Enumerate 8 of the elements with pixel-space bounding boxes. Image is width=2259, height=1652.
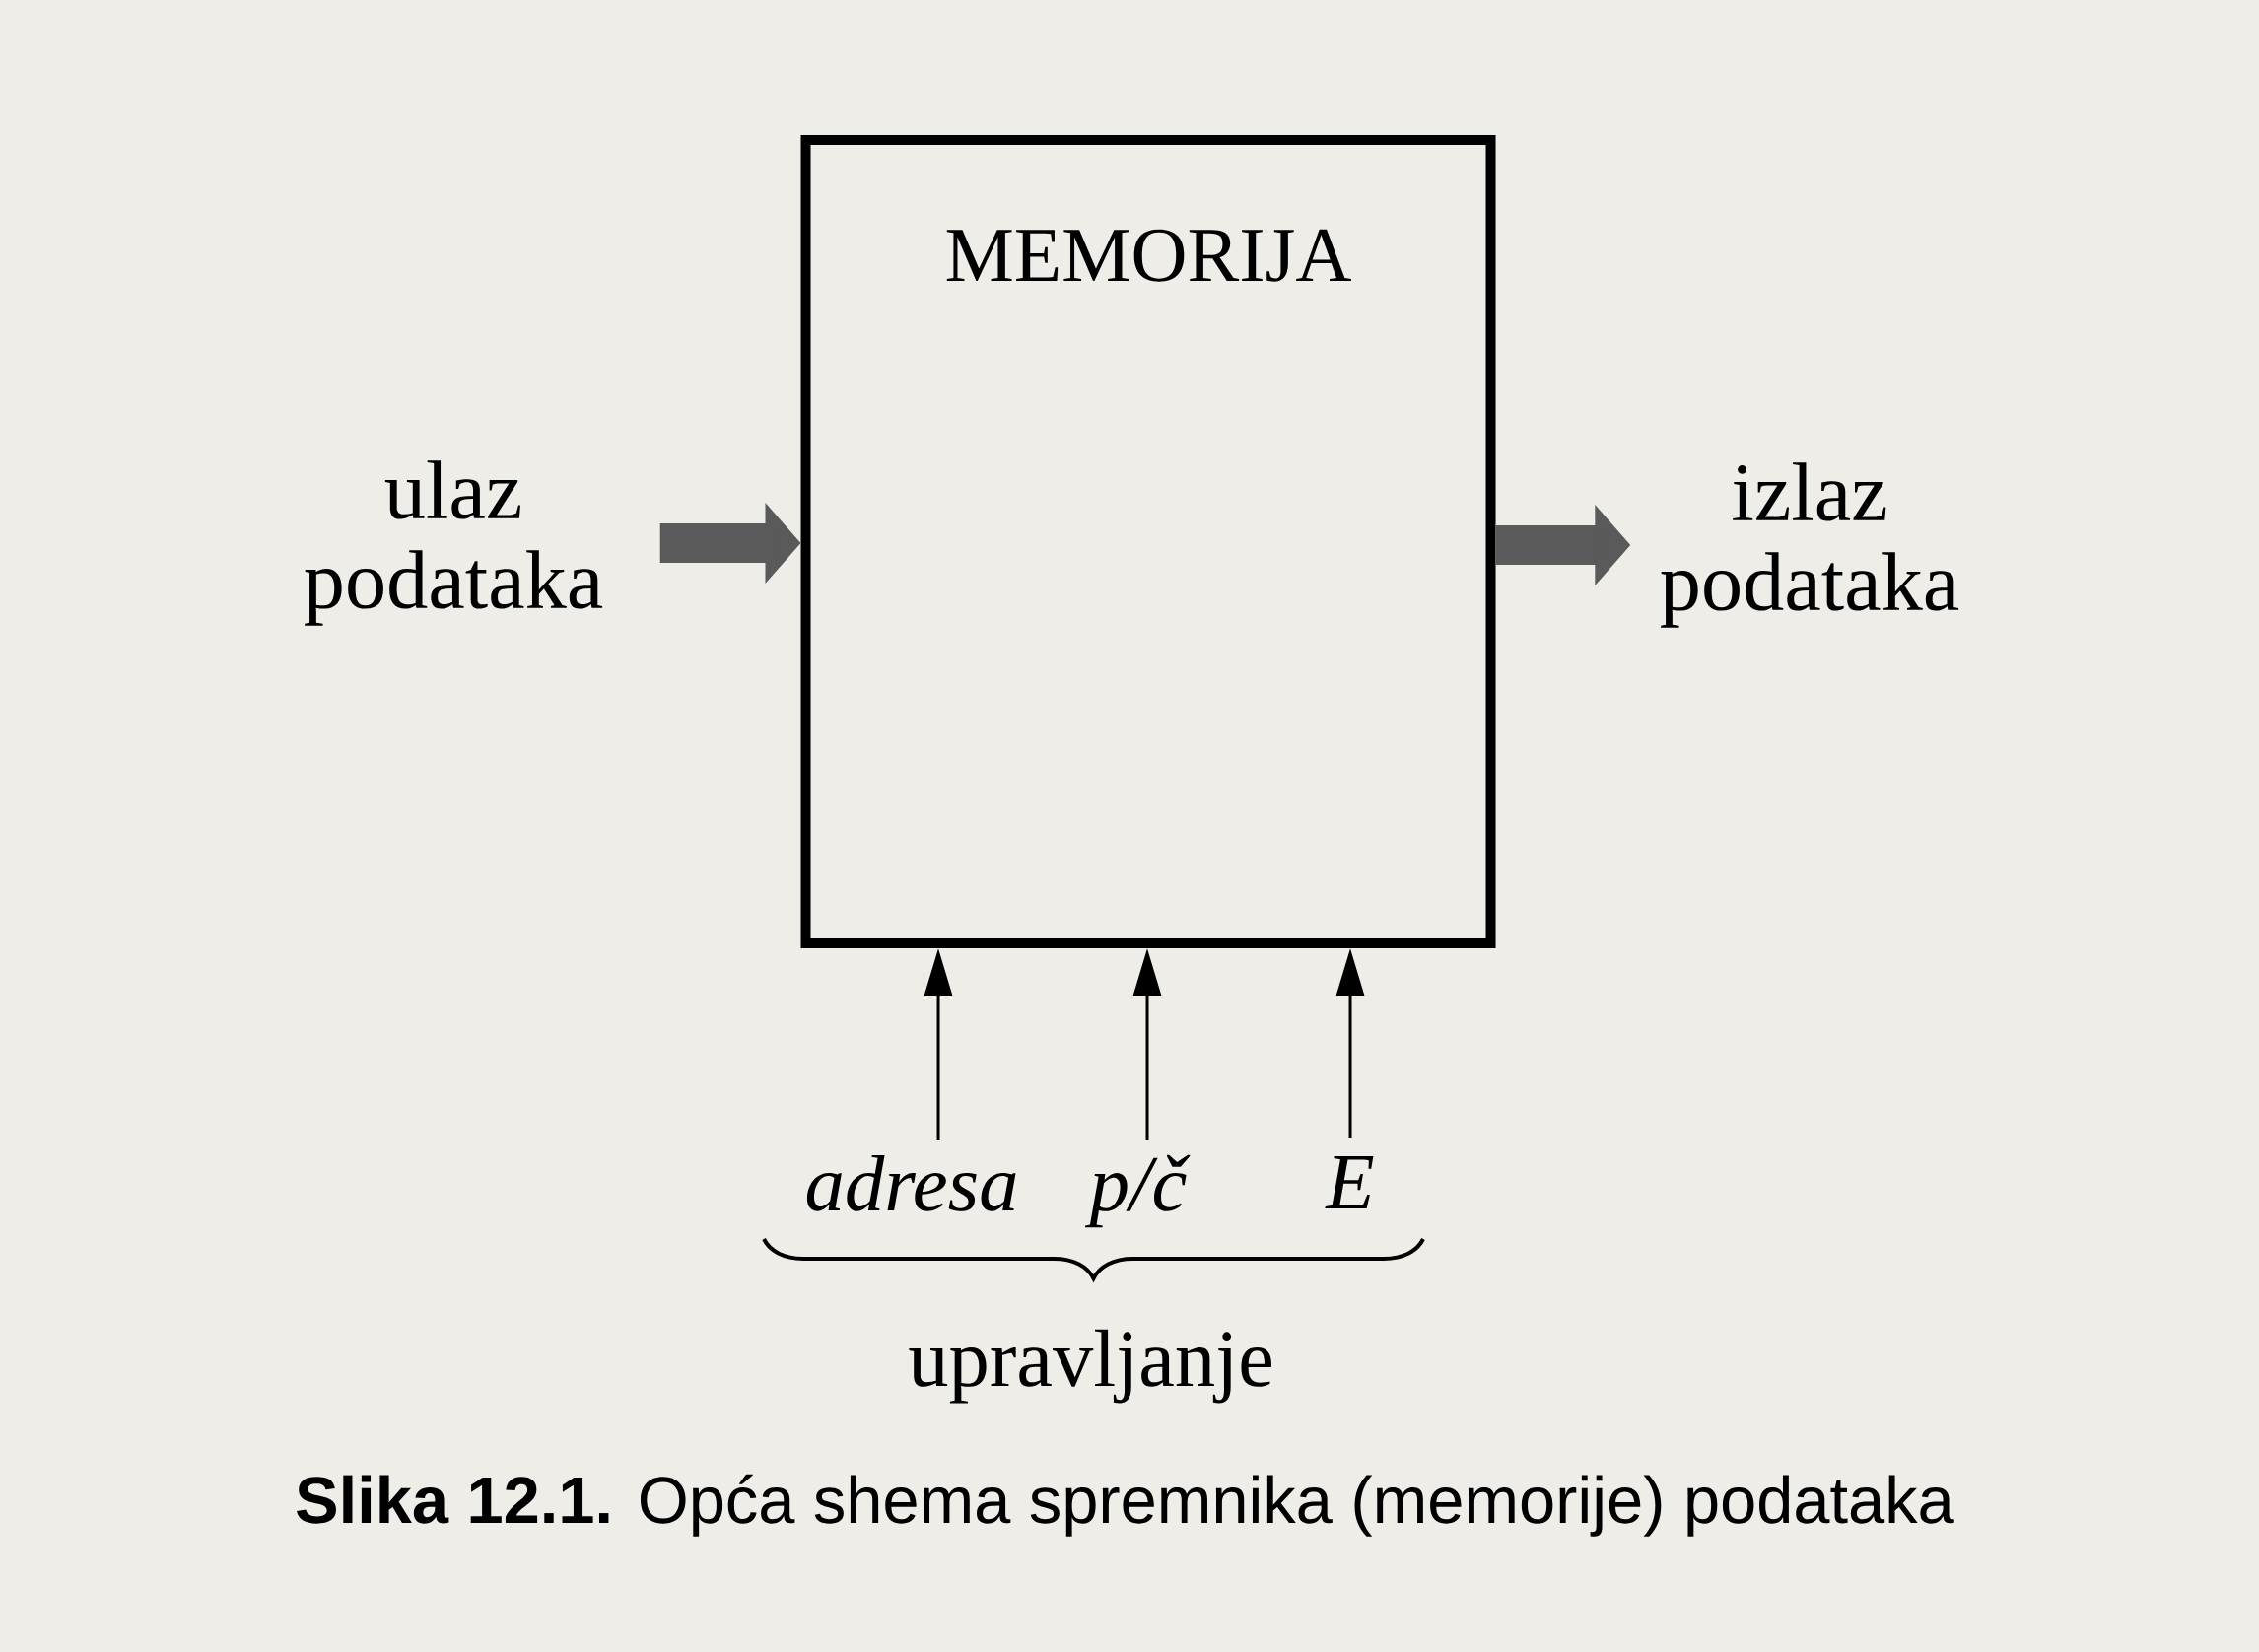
data-label: izlaz podataka (1661, 462, 1959, 628)
memory-block: MEMORIJA (800, 135, 1496, 948)
group-label: upravljanje (909, 1329, 1271, 1404)
figure-caption: Slika 12.1. Opća shema spremnika (memorije) podataka (297, 1474, 1954, 1537)
signal-label: E (1325, 1156, 1374, 1208)
signal-label: adresa (806, 1154, 1016, 1211)
signal-label: p/č (1084, 1154, 1191, 1228)
data-label: ulaz podataka (305, 460, 603, 626)
